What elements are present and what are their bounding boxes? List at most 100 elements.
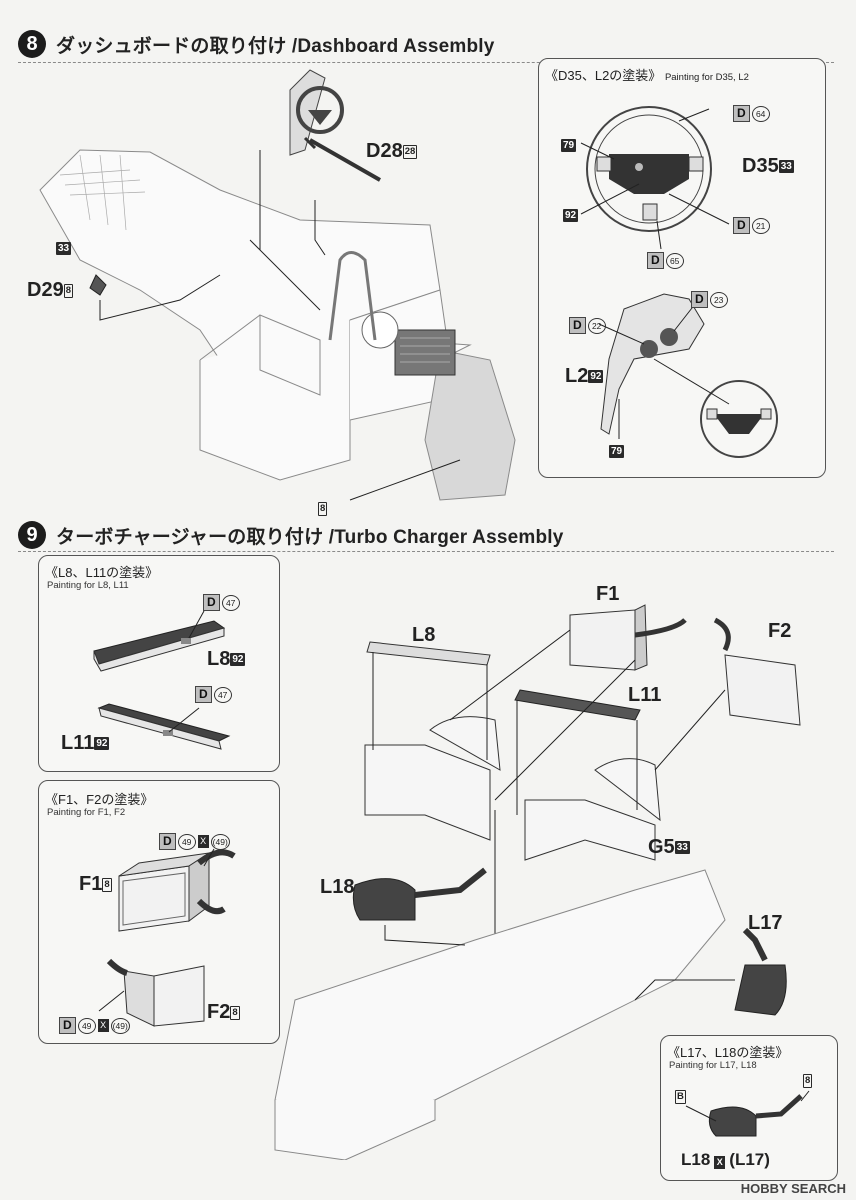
d29-label: D29 bbox=[27, 279, 64, 301]
code-8b-chip: 8 bbox=[803, 1072, 813, 1090]
step-9-title: ターボチャージャーの取り付け /Turbo Charger Assembly bbox=[56, 526, 564, 548]
code-8b: 8 bbox=[803, 1073, 813, 1088]
label-l17: L17 bbox=[748, 912, 783, 934]
l8-code: 92 bbox=[230, 653, 246, 667]
paint-box-l8-subtitle: Painting for L8, L11 bbox=[47, 580, 129, 591]
label-f1: F1 bbox=[596, 583, 620, 605]
paint-box-title: 《D35、L2の塗装》 Painting for D35, L2 bbox=[545, 65, 749, 84]
d-flag: D bbox=[733, 217, 750, 234]
step-8-divider bbox=[18, 62, 834, 63]
f1-text: F1 bbox=[79, 873, 103, 895]
c49a: 49 bbox=[177, 833, 196, 850]
code-33-chip: 33 bbox=[56, 240, 72, 258]
code-79a: 79 bbox=[561, 139, 577, 153]
d35-code: 33 bbox=[778, 160, 794, 174]
step-8-title: ダッシュボードの取り付け /Dashboard Assembly bbox=[56, 35, 495, 57]
l2-label: L2 bbox=[565, 365, 589, 387]
c49d: (49) bbox=[110, 1017, 130, 1034]
label-l18: L18 bbox=[320, 876, 355, 898]
watermark: HOBBY SEARCH bbox=[740, 1181, 846, 1196]
label-l8: L8 bbox=[412, 624, 436, 646]
turbo-assembly-illustration bbox=[274, 604, 801, 1160]
d-flag: D bbox=[691, 291, 708, 308]
c49b: (49) bbox=[210, 833, 230, 850]
code-92-chip: 92 bbox=[563, 207, 579, 225]
code-79-top: 79 bbox=[561, 137, 577, 155]
dashboard-assembly-illustration bbox=[39, 69, 516, 501]
code-8-chip: 8 bbox=[318, 500, 328, 518]
code-b-chip: B bbox=[675, 1088, 686, 1106]
code-8: 8 bbox=[318, 501, 328, 516]
step-9-number: 9 bbox=[18, 521, 46, 549]
l11-code: 92 bbox=[94, 737, 110, 751]
d22: 22 bbox=[587, 317, 606, 334]
paint-box-l17-subtitle: Painting for L17, L18 bbox=[669, 1060, 757, 1071]
d-flag: D bbox=[647, 252, 664, 269]
paint-box-d35-l2: 《D35、L2の塗装》 Painting for D35, L2 79 92 D… bbox=[538, 58, 826, 478]
step-8-number: 8 bbox=[18, 30, 46, 58]
label-f2: F2 bbox=[768, 620, 792, 642]
d28-label: D28 bbox=[366, 140, 403, 162]
d28-code: 28 bbox=[402, 144, 418, 159]
l8-l11-illustration bbox=[93, 610, 231, 750]
l17-text: (L17) bbox=[729, 1150, 770, 1169]
d21: 21 bbox=[751, 217, 770, 234]
code-79b: 79 bbox=[609, 445, 625, 459]
l17-l18-illustration bbox=[685, 1090, 810, 1137]
f1-f2-illustration bbox=[98, 848, 236, 1027]
d65: 65 bbox=[665, 252, 684, 269]
d47a: 47 bbox=[221, 594, 240, 611]
steering-wheel-illustration bbox=[580, 106, 778, 458]
paint-box-l8-title: 《L8、L11の塗装》 bbox=[45, 565, 159, 580]
step-9-header: 9 ターボチャージャーの取り付け /Turbo Charger Assembly bbox=[18, 521, 564, 549]
d-flag: D bbox=[733, 105, 750, 122]
f1-code: 8 bbox=[102, 877, 112, 892]
l8-text: L8 bbox=[207, 648, 231, 670]
f2-code: 8 bbox=[230, 1005, 240, 1020]
code-b: B bbox=[675, 1089, 686, 1104]
paint-box-subtitle: Painting for D35, L2 bbox=[664, 72, 749, 83]
c49c: 49 bbox=[77, 1017, 96, 1034]
step-9-divider bbox=[18, 551, 834, 552]
l18-text: L18 bbox=[681, 1150, 711, 1169]
label-l11: L11 bbox=[628, 684, 662, 706]
code-79-bottom: 79 bbox=[609, 443, 625, 461]
code-33: 33 bbox=[56, 242, 72, 256]
d47b: 47 bbox=[213, 686, 232, 703]
code-92: 92 bbox=[563, 209, 579, 223]
d64: 64 bbox=[751, 105, 770, 122]
step-8-header: 8 ダッシュボードの取り付け /Dashboard Assembly bbox=[18, 30, 495, 58]
l11-text: L11 bbox=[61, 732, 95, 754]
f2-text: F2 bbox=[207, 1001, 231, 1023]
d-flag: D bbox=[569, 317, 586, 334]
d29-code: 8 bbox=[63, 283, 73, 298]
d23: 23 bbox=[709, 291, 728, 308]
paint-box-l17-l18: 《L17、L18の塗装》 Painting for L17, L18 B 8 L… bbox=[660, 1035, 838, 1181]
g5-text: G5 bbox=[648, 836, 675, 858]
g5-code: 33 bbox=[674, 841, 690, 855]
paint-box-title-text: 《D35、L2の塗装》 bbox=[545, 68, 662, 83]
l2-code: 92 bbox=[588, 370, 604, 384]
paint-box-f-title: 《F1、F2の塗装》 bbox=[45, 792, 154, 807]
